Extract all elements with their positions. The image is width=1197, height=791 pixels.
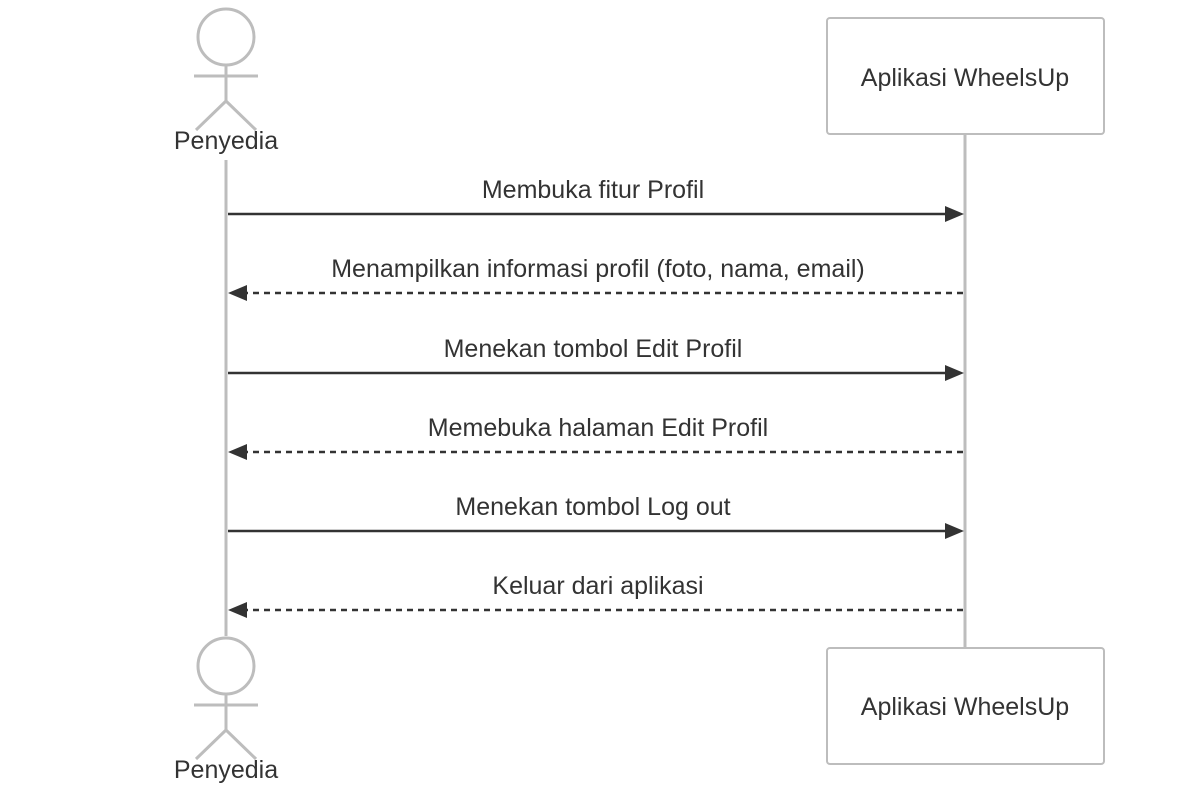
participant-bottom-box [826, 647, 1105, 765]
message-2: Menampilkan informasi profil (foto, nama… [228, 255, 963, 301]
message-4-arrow-icon [228, 444, 247, 460]
participant-top: Aplikasi WheelsUp [826, 17, 1105, 135]
message-1-label: Membuka fitur Profil [482, 176, 704, 204]
message-5-arrow-icon [945, 523, 964, 539]
participant-bottom-label: Aplikasi WheelsUp [861, 693, 1069, 721]
actor-bottom-label: Penyedia [174, 756, 278, 784]
message-5-label: Menekan tombol Log out [455, 493, 730, 521]
message-3-arrow-icon [945, 365, 964, 381]
message-2-arrow-icon [228, 285, 247, 301]
message-3-label: Menekan tombol Edit Profil [444, 335, 743, 363]
actor-bottom: Penyedia [174, 636, 278, 784]
message-2-label: Menampilkan informasi profil (foto, nama… [331, 255, 865, 283]
message-1-arrow-icon [945, 206, 964, 222]
message-4: Memebuka halaman Edit Profil [228, 414, 963, 460]
message-6-arrow-icon [228, 602, 247, 618]
actor-top: Penyedia [174, 7, 278, 155]
message-1: Membuka fitur Profil [228, 176, 964, 222]
message-4-label: Memebuka halaman Edit Profil [428, 414, 768, 442]
participant-top-box [826, 17, 1105, 135]
stick-figure-icon [194, 636, 258, 761]
participant-bottom: Aplikasi WheelsUp [826, 647, 1105, 765]
participant-top-label: Aplikasi WheelsUp [861, 64, 1069, 92]
stick-figure-icon [194, 7, 258, 132]
message-6-label: Keluar dari aplikasi [492, 572, 703, 600]
message-3: Menekan tombol Edit Profil [228, 335, 964, 381]
message-6: Keluar dari aplikasi [228, 572, 963, 618]
actor-top-label: Penyedia [174, 127, 278, 155]
message-5: Menekan tombol Log out [228, 493, 964, 539]
